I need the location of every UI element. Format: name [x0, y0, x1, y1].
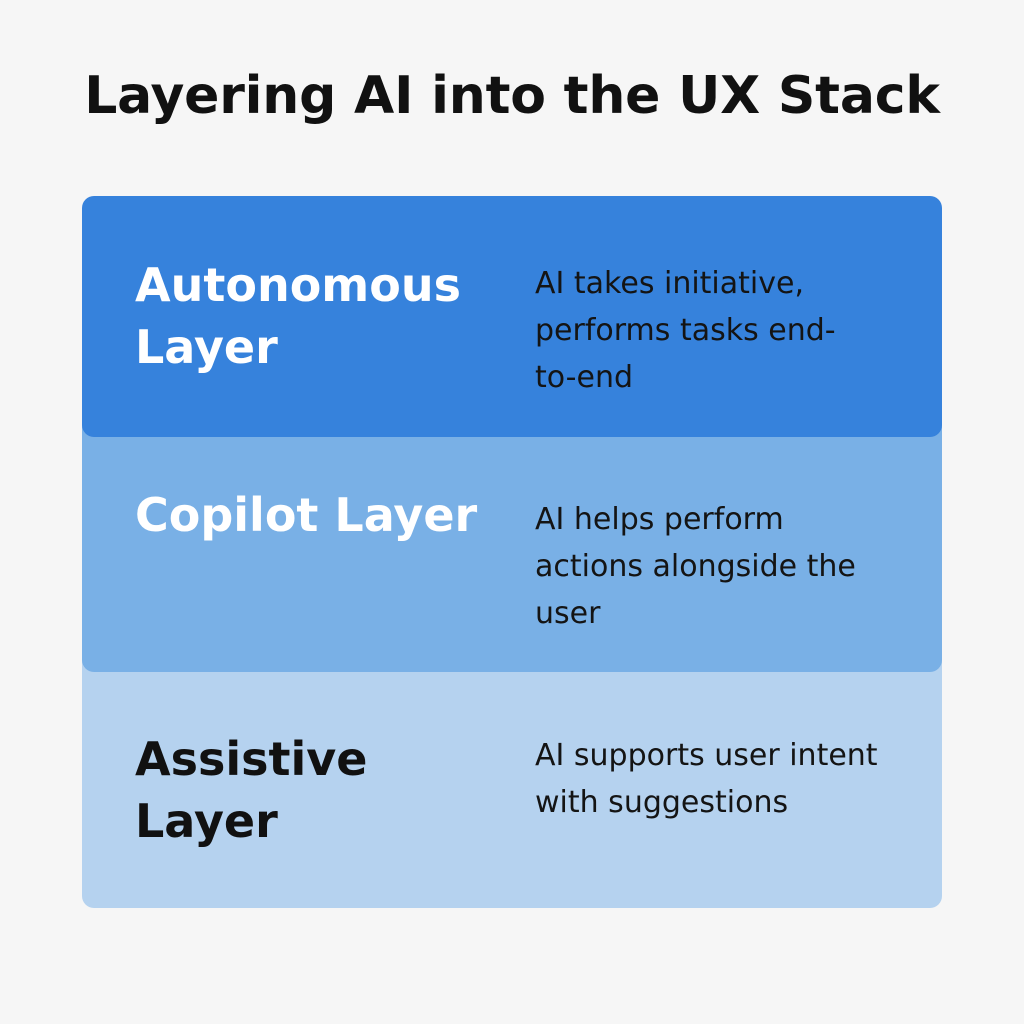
copilot-layer-name: Copilot Layer	[135, 488, 478, 542]
copilot-layer-band: Copilot Layer AI helps perform actions a…	[82, 422, 942, 672]
autonomous-layer-name: Autonomous Layer	[135, 258, 461, 374]
assistive-layer-description: AI supports user intent with suggestions	[535, 738, 878, 820]
diagram-title: Layering AI into the UX Stack	[84, 66, 940, 126]
autonomous-layer-description: AI takes initiative, performs tasks end-…	[535, 266, 836, 395]
layer-stack: Autonomous Layer AI takes initiative, pe…	[82, 196, 942, 908]
copilot-layer-description: AI helps perform actions alongside the u…	[535, 502, 856, 631]
assistive-layer-name: Assistive Layer	[135, 732, 368, 848]
assistive-layer-band: Assistive Layer AI supports user intent …	[82, 656, 942, 908]
autonomous-layer-band: Autonomous Layer AI takes initiative, pe…	[82, 196, 942, 437]
